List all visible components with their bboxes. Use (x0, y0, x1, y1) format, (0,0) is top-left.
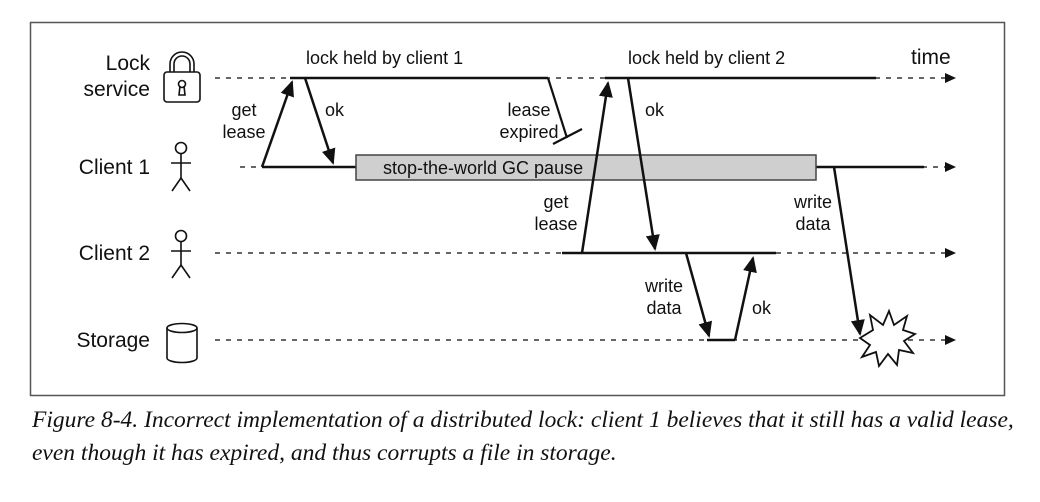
write-data-c1-arrow (832, 166, 865, 336)
ok-1-arrow (303, 77, 336, 165)
get-lease-1-label-line1: get (231, 100, 256, 120)
get-lease-2-arrow (580, 81, 613, 254)
time-label: time (911, 46, 951, 69)
write-data-c2-arrow (684, 252, 713, 338)
timeline-storage (215, 335, 956, 345)
lease-expired-line (546, 77, 569, 139)
write-data-c1-label-line1: write (793, 192, 832, 212)
storage-cylinder-icon (166, 322, 198, 364)
figure-caption: Figure 8-4. Incorrect implementation of … (32, 407, 1014, 466)
ok-2-arrow (626, 77, 660, 251)
storage-label: Storage (76, 329, 150, 352)
get-lease-2-label-line2: lease (534, 214, 577, 234)
client1-label: Client 1 (79, 156, 150, 179)
gc-pause-label: stop-the-world GC pause (383, 158, 583, 178)
client2-label: Client 2 (79, 242, 150, 265)
lease-expired-label-line1: lease (507, 100, 550, 120)
write-data-c2-label-line1: write (644, 276, 683, 296)
ok-3-arrow (733, 256, 757, 341)
gc-pause-box (355, 154, 817, 181)
ok-2-label: ok (645, 100, 665, 120)
diagram: stop-the-world GC pause lock held by cli… (29, 21, 1006, 397)
ok-3-label: ok (752, 298, 772, 318)
lock-held-c2-label: lock held by client 2 (628, 48, 785, 68)
lock-service-label-line2: service (83, 78, 150, 101)
get-lease-2-label-line1: get (543, 192, 568, 212)
write-data-c2-label-line2: data (646, 298, 682, 318)
lock-icon (163, 51, 201, 103)
client1-person-icon (171, 141, 191, 192)
corruption-burst-icon (858, 308, 918, 369)
diagram-frame (29, 21, 1006, 397)
write-data-c1-label-line2: data (795, 214, 831, 234)
lease-expired-label-line2: expired (499, 122, 558, 142)
lock-held-c1-label: lock held by client 1 (306, 48, 463, 68)
ok-1-label: ok (325, 100, 345, 120)
client2-person-icon (171, 229, 191, 279)
get-lease-1-label-line2: lease (222, 122, 265, 142)
lock-service-label-line1: Lock (106, 52, 151, 75)
get-lease-1-arrow (260, 80, 294, 168)
lease-expired-cross (552, 128, 583, 145)
